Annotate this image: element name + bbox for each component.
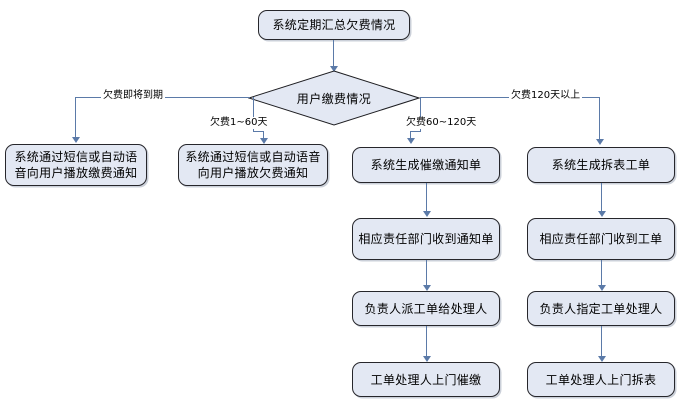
- connector-col4-2-3: [601, 260, 602, 288]
- arrowhead-branch3: [407, 138, 415, 144]
- node-col3-generate-dunning-notice[interactable]: 系统生成催缴通知单: [352, 147, 500, 183]
- connector-branch3-down1: [420, 97, 421, 131]
- node-col4-onsite-removal[interactable]: 工单处理人上门拆表: [527, 362, 675, 397]
- arrowhead-col4-1-2: [598, 211, 606, 217]
- connector-col3-3-4: [426, 326, 427, 358]
- connector-branch2-down2: [263, 131, 264, 140]
- decision-label: 用户缴费情况: [296, 91, 372, 106]
- arrowhead-col4-2-3: [598, 285, 606, 291]
- arrowhead-col4-3-4: [598, 356, 606, 362]
- node-col1-sms-payment-notice[interactable]: 系统通过短信或自动语音向用户播放缴费通知: [5, 144, 147, 186]
- connector-branch2-right: [253, 131, 264, 132]
- node-col4-generate-removal-order[interactable]: 系统生成拆表工单: [527, 147, 675, 183]
- connector-branch1-down: [75, 97, 76, 139]
- connector-col4-3-4: [601, 326, 602, 358]
- node-col3-assign-work-order[interactable]: 负责人派工单给处理人: [352, 291, 500, 326]
- connector-branch2-down1: [253, 97, 254, 131]
- arrowhead-title-to-decision: [330, 66, 338, 72]
- arrowhead-col3-1-2: [423, 211, 431, 217]
- connector-branch3-left: [410, 131, 421, 132]
- decision-payment-status[interactable]: 用户缴费情况: [248, 70, 420, 126]
- diamond-shape: [248, 70, 420, 126]
- node-summarize-arrears[interactable]: 系统定期汇总欠费情况: [258, 10, 410, 40]
- node-col3-department-receives-notice[interactable]: 相应责任部门收到通知单: [352, 218, 500, 260]
- connector-col3-1-2: [426, 183, 427, 213]
- arrowhead-branch1: [72, 137, 80, 143]
- arrowhead-col3-2-3: [423, 285, 431, 291]
- node-col3-onsite-dunning[interactable]: 工单处理人上门催缴: [352, 362, 500, 397]
- arrowhead-branch4: [596, 139, 604, 145]
- node-col4-designate-handler[interactable]: 负责人指定工单处理人: [527, 291, 675, 326]
- connector-col3-2-3: [426, 260, 427, 288]
- arrowhead-col3-3-4: [423, 356, 431, 362]
- arrowhead-branch2: [260, 138, 268, 144]
- connector-title-to-decision: [333, 40, 334, 68]
- connector-branch3-down2: [410, 131, 411, 140]
- edge-label-branch2: 欠费1~60天: [208, 117, 270, 129]
- edge-label-branch1: 欠费即将到期: [101, 90, 165, 102]
- connector-col4-1-2: [601, 183, 602, 213]
- edge-label-branch3: 欠费60~120天: [404, 117, 479, 129]
- edge-label-branch4: 欠费120天以上: [509, 90, 583, 102]
- node-col4-department-receives-order[interactable]: 相应责任部门收到工单: [527, 218, 675, 260]
- node-col2-sms-arrears-notice[interactable]: 系统通过短信或自动语音向用户播放欠费通知: [178, 144, 328, 186]
- connector-branch4-down: [599, 97, 600, 141]
